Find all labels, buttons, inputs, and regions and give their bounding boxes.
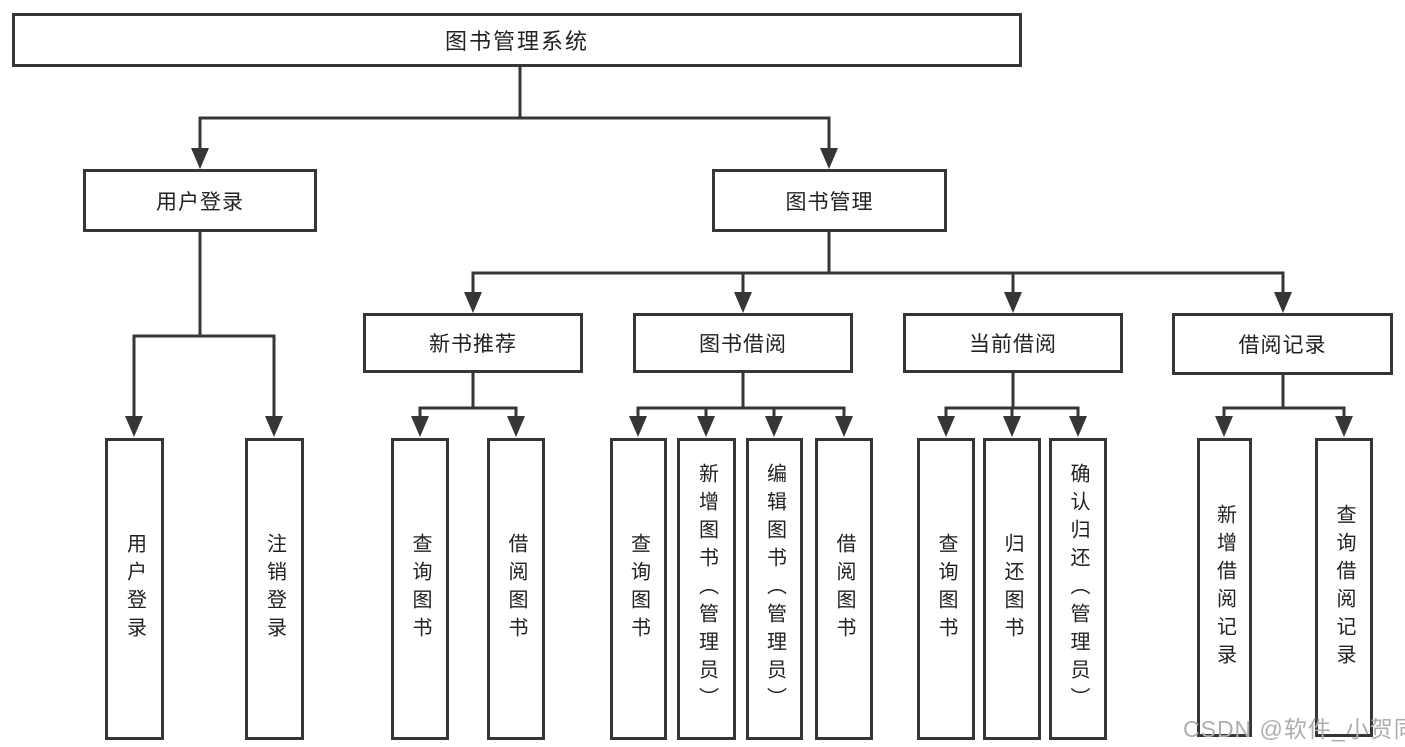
node-leaf-bw-query: 查询图书 [610, 438, 667, 740]
node-user-login: 用户登录 [83, 169, 317, 232]
node-book-borrow: 图书借阅 [633, 313, 853, 373]
node-label-leaf-bw-borrow: 借阅图书 [833, 533, 855, 645]
node-leaf-logout: 注销登录 [245, 438, 304, 740]
node-label-borrow-records: 借阅记录 [1238, 334, 1327, 357]
node-leaf-cb-query: 查询图书 [917, 438, 975, 740]
node-label-leaf-user-login: 用户登录 [123, 533, 146, 645]
node-leaf-nb-borrow: 借阅图书 [487, 438, 545, 740]
node-label-leaf-logout: 注销登录 [263, 533, 286, 645]
node-label-leaf-cb-return: 归还图书 [1001, 533, 1023, 645]
node-label-current-borrow: 当前借阅 [969, 333, 1057, 356]
node-label-user-login: 用户登录 [156, 190, 244, 214]
node-label-book-borrow: 图书借阅 [699, 333, 787, 356]
node-root: 图书管理系统 [12, 13, 1022, 67]
node-label-leaf-nb-borrow: 借阅图书 [505, 533, 527, 645]
node-label-new-books: 新书推荐 [429, 333, 517, 356]
node-label-leaf-nb-query: 查询图书 [409, 533, 431, 645]
node-leaf-cb-return: 归还图书 [983, 438, 1041, 740]
node-label-leaf-cb-query: 查询图书 [935, 533, 957, 645]
node-label-leaf-bw-query: 查询图书 [627, 533, 650, 645]
node-book-mgmt: 图书管理 [712, 169, 947, 232]
node-leaf-rec-add: 新增借阅记录 [1197, 438, 1252, 737]
node-leaf-bw-add: 新增图书（管理员） [677, 438, 736, 740]
node-leaf-rec-query: 查询借阅记录 [1315, 438, 1373, 737]
node-label-leaf-bw-edit: 编辑图书（管理员） [763, 463, 786, 715]
node-new-books: 新书推荐 [363, 313, 583, 373]
node-label-leaf-bw-add: 新增图书（管理员） [695, 463, 718, 715]
node-label-book-mgmt: 图书管理 [785, 190, 874, 214]
node-leaf-user-login: 用户登录 [105, 438, 164, 740]
node-borrow-records: 借阅记录 [1172, 313, 1393, 375]
node-label-leaf-cb-confirm: 确认归还（管理员） [1067, 463, 1089, 715]
node-leaf-bw-edit: 编辑图书（管理员） [746, 438, 803, 740]
node-label-root: 图书管理系统 [444, 29, 589, 54]
node-label-leaf-rec-add: 新增借阅记录 [1213, 503, 1236, 672]
node-leaf-nb-query: 查询图书 [391, 438, 449, 740]
node-leaf-cb-confirm: 确认归还（管理员） [1049, 438, 1107, 740]
node-current-borrow: 当前借阅 [903, 313, 1123, 373]
node-leaf-bw-borrow: 借阅图书 [815, 438, 873, 740]
node-label-leaf-rec-query: 查询借阅记录 [1333, 503, 1355, 672]
watermark: CSDN @软件_小贺同学 [1183, 716, 1405, 742]
